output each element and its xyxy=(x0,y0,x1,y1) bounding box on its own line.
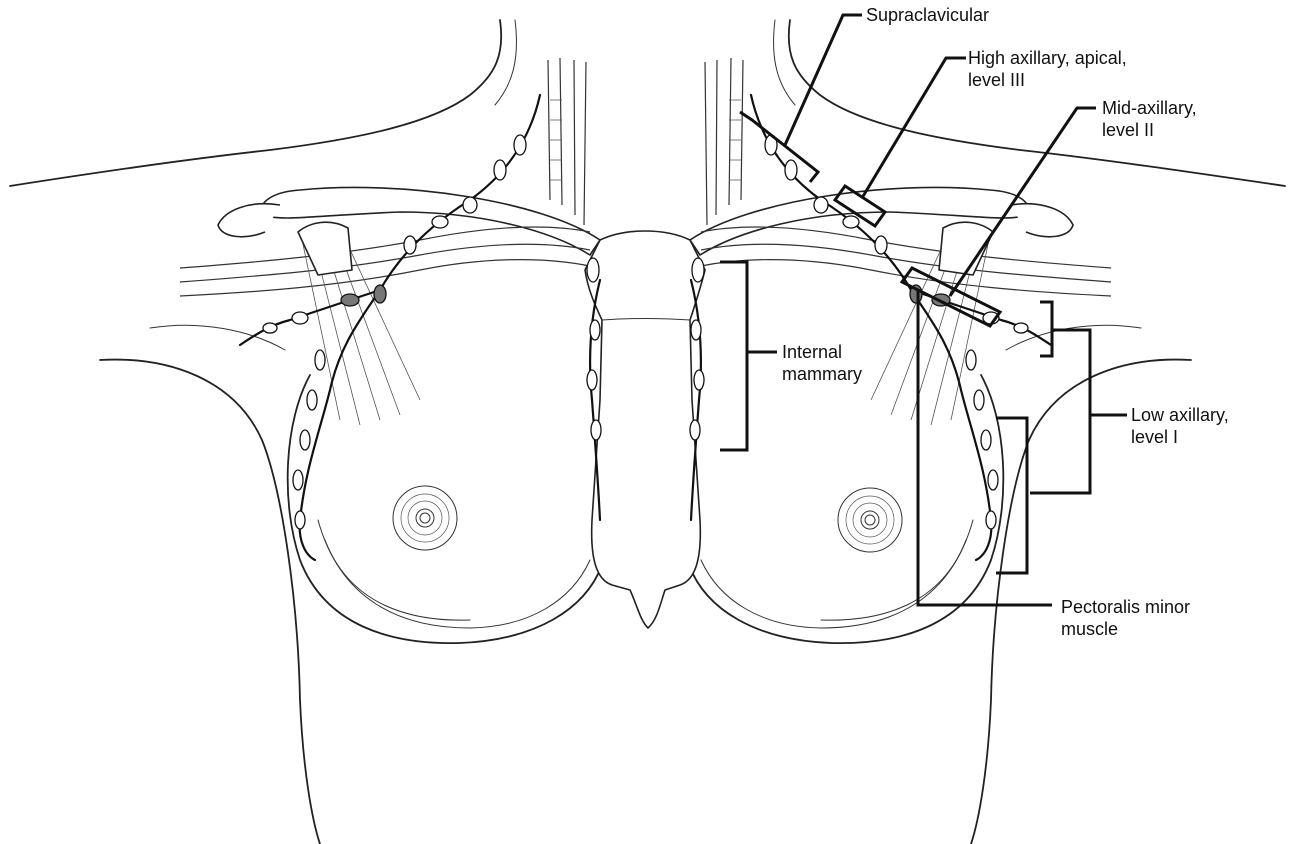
supraclavicular-bracket xyxy=(740,15,862,182)
label-mid-axillary: Mid-axillary, level II xyxy=(1102,97,1197,141)
low-axillary-bracket xyxy=(996,302,1127,573)
label-low-axillary-line1: Low axillary, xyxy=(1131,404,1229,426)
label-pectoralis-minor: Pectoralis minor muscle xyxy=(1061,596,1190,640)
label-low-axillary-line2: level I xyxy=(1131,426,1229,448)
label-mid-axillary-line1: Mid-axillary, xyxy=(1102,97,1197,119)
label-high-axillary-line1: High axillary, apical, xyxy=(968,47,1127,69)
label-supraclavicular-text: Supraclavicular xyxy=(866,4,989,26)
label-internal-mammary-line1: Internal xyxy=(782,341,862,363)
label-high-axillary: High axillary, apical, level III xyxy=(968,47,1127,91)
right-areola xyxy=(838,488,902,552)
label-mid-axillary-line2: level II xyxy=(1102,119,1197,141)
label-low-axillary: Low axillary, level I xyxy=(1131,404,1229,448)
sternum xyxy=(585,231,705,628)
label-supraclavicular: Supraclavicular xyxy=(866,4,989,26)
label-pectoralis-minor-line2: muscle xyxy=(1061,618,1190,640)
neck-vessels xyxy=(548,58,743,225)
label-internal-mammary: Internal mammary xyxy=(782,341,862,385)
label-high-axillary-line2: level III xyxy=(968,69,1127,91)
internal-mammary-bracket xyxy=(720,262,777,450)
label-internal-mammary-line2: mammary xyxy=(782,363,862,385)
left-areola xyxy=(393,486,457,550)
label-pectoralis-minor-line1: Pectoralis minor xyxy=(1061,596,1190,618)
